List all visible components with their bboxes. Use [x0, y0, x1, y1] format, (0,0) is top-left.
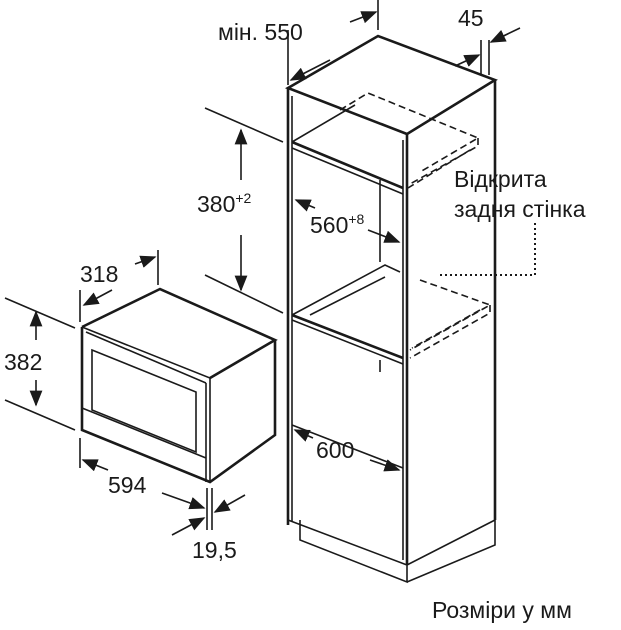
dimension-lines: [4, 0, 521, 536]
microwave-drawing: [80, 287, 278, 484]
cabinet-depth-label: мін. 550: [218, 19, 303, 45]
appliance-height-label: 382: [4, 349, 42, 375]
cabinet-width-label: 600: [316, 437, 354, 463]
appliance-width-label: 594: [108, 472, 147, 498]
appliance-depth-label: 318: [80, 261, 118, 287]
open-back-label-line1: Відкрита: [454, 166, 547, 192]
cabinet-drawing: [284, 34, 536, 584]
niche-height-label: 380+2: [197, 190, 252, 217]
niche-width-label: 560+8: [310, 211, 365, 238]
side-panel-label: 45: [458, 5, 484, 31]
front-thickness-label: 19,5: [192, 537, 237, 563]
open-back-label-line2: задня стінка: [454, 196, 586, 222]
units-note: Розміри у мм: [432, 597, 572, 623]
